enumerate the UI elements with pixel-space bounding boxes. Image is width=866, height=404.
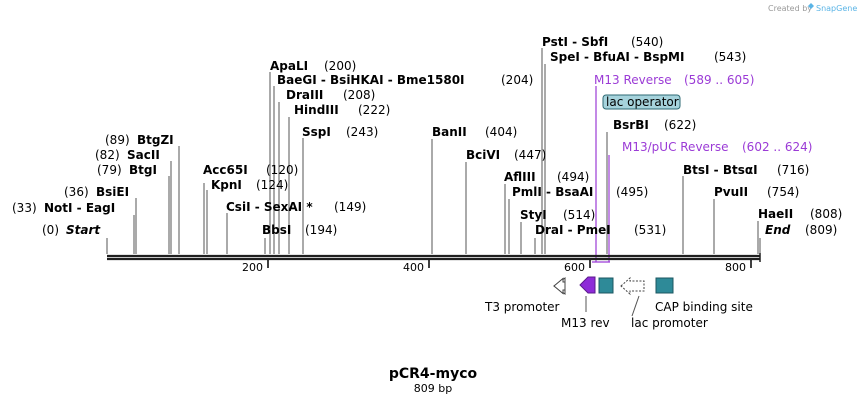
site-pos: (0): [42, 223, 59, 237]
site-name: ApaLI: [270, 59, 308, 73]
site-pos: (754): [767, 185, 799, 199]
primer-name: M13/pUC Reverse: [622, 140, 729, 154]
site-pos: (514): [563, 208, 595, 222]
site-pos: (33): [12, 201, 37, 215]
site-pos: (531): [634, 223, 666, 237]
site-name: NotI - EagI: [44, 201, 115, 215]
site-name: AflIII: [504, 170, 536, 184]
feature-track: [553, 276, 674, 317]
site-pos: (494): [557, 170, 589, 184]
primer-range: (602 .. 624): [742, 140, 812, 154]
primer-range: (589 .. 605): [684, 73, 754, 87]
site-name: BciVI: [466, 148, 500, 162]
site-name: BaeGI - BsiHKAI - Bme1580I: [277, 73, 465, 87]
map-title: pCR4-myco: [389, 366, 478, 382]
m13-rev-arrow-icon[interactable]: [579, 276, 596, 294]
site-name: BsiEI: [96, 185, 129, 199]
primer-name: M13 Reverse: [594, 73, 672, 87]
lac-operator-label: lac operator: [606, 95, 679, 109]
tick-label: 600: [564, 261, 585, 274]
site-name: HindIII: [294, 103, 339, 117]
site-pos: (716): [777, 163, 809, 177]
feature-label: M13 rev: [561, 316, 610, 330]
site-pos: (89): [105, 133, 130, 147]
site-name: BtgZI: [137, 133, 174, 147]
site-name: SacII: [127, 148, 160, 162]
site-pos: (447): [514, 148, 546, 162]
site-name: StyI: [520, 208, 547, 222]
site-name: BbsI: [262, 223, 291, 237]
tick-label: 800: [725, 261, 746, 274]
leader-lines: [106, 48, 761, 254]
site-pos: (208): [343, 88, 375, 102]
site-name: CsiI - SexAI *: [226, 200, 313, 214]
site-pos: (200): [324, 59, 356, 73]
site-pos: (622): [664, 118, 696, 132]
site-name: PstI - SbfI: [542, 35, 608, 49]
site-name: BanII: [432, 125, 467, 139]
site-name: SpeI - BfuAI - BspMI: [550, 50, 684, 64]
site-name: SspI: [302, 125, 331, 139]
site-name: PvuII: [714, 185, 748, 199]
site-name: PmlI - BsaAI: [512, 185, 593, 199]
site-pos: (809): [805, 223, 837, 237]
site-pos: (540): [631, 35, 663, 49]
feature-label: lac promoter: [631, 316, 708, 330]
feature-label: CAP binding site: [655, 300, 753, 314]
site-pos: (82): [95, 148, 120, 162]
cap-binding-site-block-icon[interactable]: [655, 277, 674, 294]
snapgene-logo-icon: [808, 3, 814, 9]
site-pos: (194): [305, 223, 337, 237]
site-pos: (36): [64, 185, 89, 199]
site-pos: (404): [485, 125, 517, 139]
site-pos: (495): [616, 185, 648, 199]
site-name: BtsI - BtsαI: [683, 163, 758, 177]
lac-operator-block-icon[interactable]: [598, 277, 614, 294]
site-pos: (204): [501, 73, 533, 87]
site-name: DraI - PmeI: [535, 223, 611, 237]
tick-label: 400: [403, 261, 424, 274]
site-pos: (120): [266, 163, 298, 177]
site-pos: (124): [256, 178, 288, 192]
site-pos: (149): [334, 200, 366, 214]
site-name: BsrBI: [613, 118, 649, 132]
site-name: BtgI: [129, 163, 157, 177]
site-name: Start: [66, 223, 101, 237]
site-pos: (222): [358, 103, 390, 117]
site-name: End: [765, 223, 791, 237]
site-pos: (243): [346, 125, 378, 139]
primer-lines: [592, 86, 610, 263]
feature-label: T3 promoter: [484, 300, 560, 314]
tick-label: 200: [242, 261, 263, 274]
feature-labels: T3 promoter M13 rev lac promoter CAP bin…: [484, 300, 753, 330]
credit-brand: SnapGene: [816, 4, 857, 13]
t3-promoter-arrow-icon[interactable]: [553, 277, 566, 295]
site-name: KpnI: [211, 178, 242, 192]
scale-ticks: 200 400 600 800: [242, 260, 752, 274]
site-pos: (808): [810, 207, 842, 221]
site-name: Acc65I: [203, 163, 248, 177]
site-pos: (79): [97, 163, 122, 177]
backbone: [107, 253, 761, 262]
lac-promoter-arrow-icon[interactable]: [620, 276, 645, 296]
lac-operator-feature[interactable]: lac operator: [602, 94, 681, 110]
site-name: HaeII: [758, 207, 793, 221]
credit-text: Created by: [768, 4, 812, 13]
enzyme-labels: (0) Start (33) NotI - EagI (36) BsiEI (7…: [12, 35, 842, 237]
site-pos: (543): [714, 50, 746, 64]
primer-labels: M13 Reverse (589 .. 605) M13/pUC Reverse…: [594, 73, 812, 154]
site-name: DraIII: [286, 88, 323, 102]
map-length: 809 bp: [414, 382, 452, 395]
